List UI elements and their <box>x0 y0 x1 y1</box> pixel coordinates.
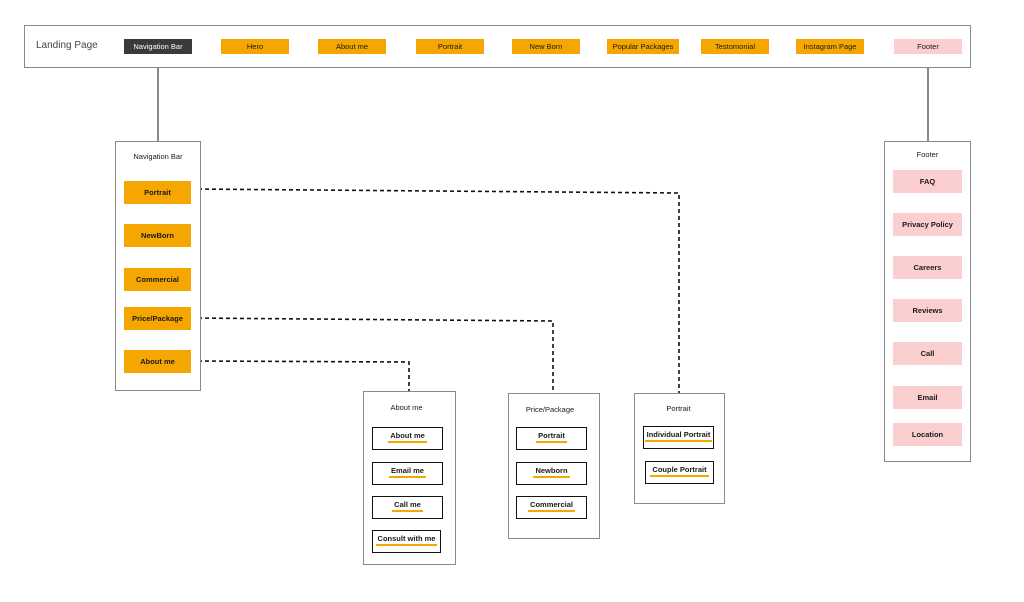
portrait-link <box>190 188 680 395</box>
footer-item-faq[interactable]: FAQ <box>893 170 962 193</box>
section-navigation-bar[interactable]: Navigation Bar <box>124 39 192 54</box>
footer-item-privacy-policy[interactable]: Privacy Policy <box>893 213 962 236</box>
section-about-me[interactable]: About me <box>318 39 386 54</box>
price-item-commercial[interactable]: Commercial <box>516 496 587 519</box>
section-hero[interactable]: Hero <box>221 39 289 54</box>
price-item-portrait[interactable]: Portrait <box>516 427 587 450</box>
footer-item-careers[interactable]: Careers <box>893 256 962 279</box>
portrait-item-individual-label: Individual Portrait <box>644 430 713 442</box>
portrait-item-couple-label: Couple Portrait <box>650 465 709 477</box>
section-popular-packages[interactable]: Popular Packages <box>607 39 679 54</box>
nav-item-commercial[interactable]: Commercial <box>124 268 191 291</box>
portrait-panel-title: Portrait <box>666 404 691 413</box>
about-item-email-me[interactable]: Email me <box>372 462 443 485</box>
about-link <box>190 360 410 392</box>
section-portrait[interactable]: Portrait <box>416 39 484 54</box>
price-item-portrait-label: Portrait <box>536 431 567 443</box>
nav-item-price-package[interactable]: Price/Package <box>124 307 191 330</box>
price-link <box>190 317 554 393</box>
section-new-born[interactable]: New Born <box>512 39 580 54</box>
nav-item-newborn[interactable]: NewBorn <box>124 224 191 247</box>
section-instagram-page[interactable]: Instagram Page <box>796 39 864 54</box>
price-item-newborn-label: Newborn <box>533 466 570 478</box>
footer-panel-title: Footer <box>916 150 939 159</box>
landing-page-title: Landing Page <box>36 40 98 51</box>
section-footer[interactable]: Footer <box>894 39 962 54</box>
footer-item-email[interactable]: Email <box>893 386 962 409</box>
price-item-newborn[interactable]: Newborn <box>516 462 587 485</box>
nav-panel-title: Navigation Bar <box>133 152 183 161</box>
about-panel-title: About me <box>390 403 423 412</box>
footer-item-location[interactable]: Location <box>893 423 962 446</box>
price-item-commercial-label: Commercial <box>528 500 575 512</box>
nav-item-about-me[interactable]: About me <box>124 350 191 373</box>
section-testomonial[interactable]: Testomonial <box>701 39 769 54</box>
nav-item-portrait[interactable]: Portrait <box>124 181 191 204</box>
about-item-consult-with-me-label: Consult with me <box>375 534 438 546</box>
about-item-email-me-label: Email me <box>389 466 426 478</box>
price-panel-title: Price/Package <box>525 405 575 414</box>
about-item-call-me[interactable]: Call me <box>372 496 443 519</box>
footer-item-call[interactable]: Call <box>893 342 962 365</box>
footer-item-reviews[interactable]: Reviews <box>893 299 962 322</box>
portrait-item-individual[interactable]: Individual Portrait <box>643 426 714 449</box>
about-item-consult-with-me[interactable]: Consult with me <box>372 530 441 553</box>
about-item-about-me-label: About me <box>388 431 427 443</box>
about-item-about-me[interactable]: About me <box>372 427 443 450</box>
portrait-item-couple[interactable]: Couple Portrait <box>645 461 714 484</box>
about-item-call-me-label: Call me <box>392 500 423 512</box>
